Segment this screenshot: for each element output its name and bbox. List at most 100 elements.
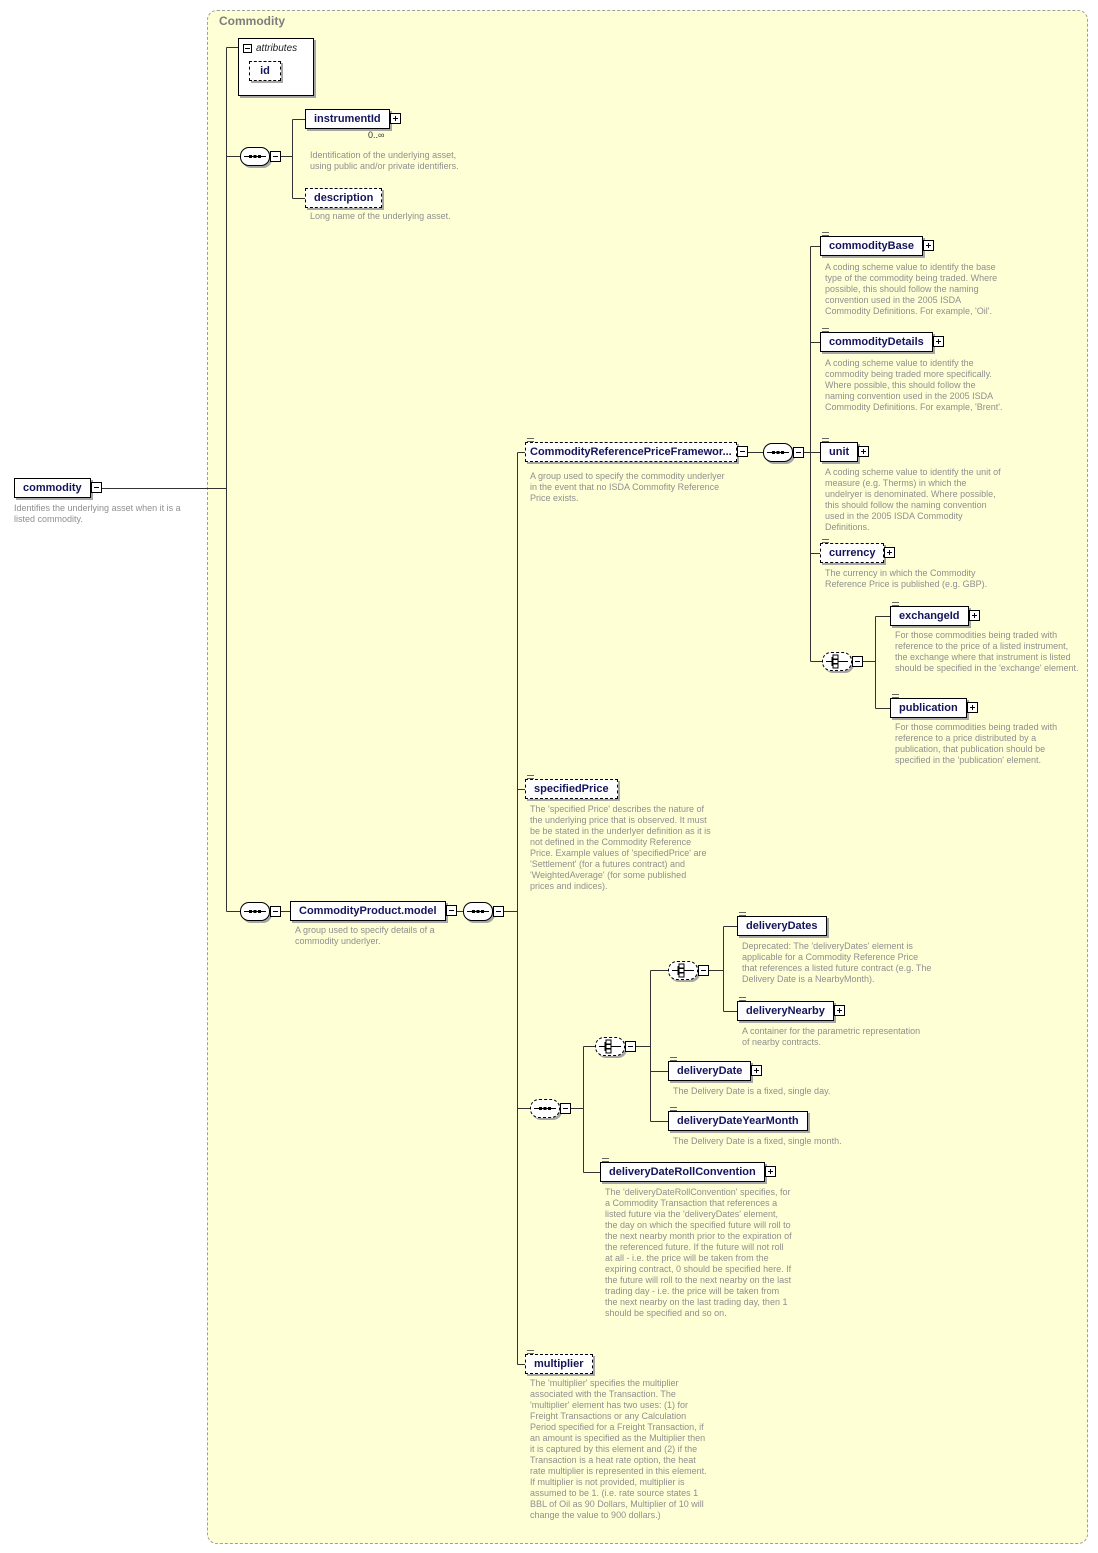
element-label: instrumentId bbox=[314, 113, 381, 125]
sequence-connector[interactable] bbox=[240, 147, 281, 166]
type-indicator-icon bbox=[670, 1107, 677, 1111]
element-instrumentId[interactable]: instrumentId bbox=[305, 109, 401, 129]
annotation-publication: For those commodities being traded with … bbox=[895, 722, 1058, 765]
type-indicator-icon bbox=[822, 328, 829, 332]
sequence-connector[interactable] bbox=[763, 443, 804, 462]
type-indicator-icon bbox=[892, 602, 899, 606]
collapse-icon[interactable] bbox=[698, 964, 709, 976]
collapse-icon[interactable] bbox=[736, 446, 748, 457]
annotation-deliveryDate: The Delivery Date is a fixed, single day… bbox=[673, 1086, 831, 1096]
expand-icon[interactable] bbox=[966, 702, 978, 713]
annotation-commodityDetails: A coding scheme value to identify the co… bbox=[825, 358, 1003, 412]
annotation-commodityBase: A coding scheme value to identify the ba… bbox=[825, 262, 998, 316]
element-label: commodityDetails bbox=[829, 336, 924, 348]
element-commodityBase[interactable]: commodityBase bbox=[820, 232, 934, 256]
attributes-box: attributes id bbox=[238, 38, 314, 96]
element-label: specifiedPrice bbox=[534, 783, 609, 795]
element-currency[interactable]: currency bbox=[820, 539, 896, 563]
sequence-icon bbox=[244, 155, 266, 158]
collapse-icon[interactable] bbox=[625, 1040, 636, 1052]
sequence-connector[interactable] bbox=[240, 902, 281, 921]
annotation-specifiedPrice: The 'specified Price' describes the natu… bbox=[530, 804, 711, 891]
element-specifiedPrice[interactable]: specifiedPrice bbox=[525, 775, 618, 799]
expand-icon[interactable] bbox=[932, 336, 944, 347]
group-CommodityProduct-model[interactable]: CommodityProduct.model bbox=[290, 901, 457, 921]
element-deliveryNearby[interactable]: deliveryNearby bbox=[737, 997, 845, 1021]
collapse-icon[interactable] bbox=[493, 905, 504, 917]
sequence-icon bbox=[534, 1107, 556, 1110]
annotation-exchangeId: For those commodities being traded with … bbox=[895, 630, 1079, 673]
sequence-connector[interactable] bbox=[530, 1099, 571, 1118]
annotation-CommodityProduct-model: A group used to specify details of a com… bbox=[295, 925, 435, 946]
annotation-instrumentId: Identification of the underlying asset, … bbox=[310, 150, 459, 171]
element-label: deliveryDates bbox=[746, 920, 818, 932]
type-indicator-icon bbox=[892, 694, 899, 698]
expand-icon[interactable] bbox=[751, 1065, 763, 1076]
element-commodityDetails[interactable]: commodityDetails bbox=[820, 328, 944, 352]
annotation-deliveryDateYearMonth: The Delivery Date is a fixed, single mon… bbox=[673, 1136, 842, 1146]
annotation-CommodityReferencePriceFramework: A group used to specify the commodity un… bbox=[530, 471, 725, 503]
attributes-header[interactable]: attributes bbox=[239, 39, 313, 54]
expand-icon[interactable] bbox=[389, 113, 401, 124]
element-deliveryDate[interactable]: deliveryDate bbox=[668, 1057, 763, 1081]
element-label: unit bbox=[829, 446, 850, 458]
element-label: deliveryDate bbox=[677, 1065, 743, 1077]
sequence-connector[interactable] bbox=[463, 902, 504, 921]
expand-icon[interactable] bbox=[858, 446, 870, 457]
element-label: CommodityProduct.model bbox=[299, 905, 437, 917]
collapse-icon[interactable] bbox=[243, 44, 252, 53]
choice-connector[interactable] bbox=[822, 652, 863, 671]
collapse-icon[interactable] bbox=[270, 150, 281, 162]
expand-icon[interactable] bbox=[884, 547, 896, 558]
element-label: deliveryNearby bbox=[746, 1005, 825, 1017]
element-deliveryDateYearMonth[interactable]: deliveryDateYearMonth bbox=[668, 1107, 808, 1131]
collapse-icon[interactable] bbox=[852, 655, 863, 667]
attribute-id[interactable]: id bbox=[249, 61, 281, 81]
type-indicator-icon bbox=[527, 438, 534, 442]
annotation-multiplier: The 'multiplier' specifies the multiplie… bbox=[530, 1378, 707, 1520]
type-indicator-icon bbox=[739, 997, 746, 1001]
element-description[interactable]: description bbox=[305, 188, 383, 208]
element-deliveryDateRollConvention[interactable]: deliveryDateRollConvention bbox=[600, 1158, 776, 1182]
expand-icon[interactable] bbox=[764, 1166, 776, 1177]
collapse-icon[interactable] bbox=[445, 905, 457, 916]
type-indicator-icon bbox=[527, 775, 534, 779]
element-exchangeId[interactable]: exchangeId bbox=[890, 602, 980, 626]
expand-icon[interactable] bbox=[922, 240, 934, 251]
collapse-icon[interactable] bbox=[560, 1102, 571, 1114]
annotation-unit: A coding scheme value to identify the un… bbox=[825, 467, 1001, 532]
sequence-icon bbox=[244, 910, 266, 913]
element-unit[interactable]: unit bbox=[820, 438, 870, 462]
sequence-icon bbox=[467, 910, 489, 913]
annotation-description: Long name of the underlying asset. bbox=[310, 211, 451, 221]
expand-icon[interactable] bbox=[968, 610, 980, 621]
annotation-deliveryDates: Deprecated: The 'deliveryDates' element … bbox=[742, 941, 932, 984]
element-label: currency bbox=[829, 547, 876, 559]
occurrence-label: 0..∞ bbox=[368, 130, 385, 140]
group-CommodityReferencePriceFramework[interactable]: CommodityReferencePriceFramewor... bbox=[525, 438, 748, 462]
choice-icon bbox=[826, 654, 848, 669]
group-title: Commodity bbox=[219, 14, 285, 28]
type-indicator-icon bbox=[602, 1158, 609, 1162]
element-label: commodityBase bbox=[829, 240, 914, 252]
collapse-icon[interactable] bbox=[793, 446, 804, 458]
choice-connector[interactable] bbox=[668, 961, 709, 980]
type-indicator-icon bbox=[822, 539, 829, 543]
element-label: commodity bbox=[23, 482, 82, 494]
element-commodity[interactable]: commodity bbox=[14, 478, 102, 498]
annotation-commodity: Identifies the underlying asset when it … bbox=[14, 503, 181, 524]
element-label: CommodityReferencePriceFramewor... bbox=[530, 446, 732, 458]
expand-icon[interactable] bbox=[833, 1005, 845, 1016]
attributes-label: attributes bbox=[256, 43, 298, 54]
annotation-deliveryDateRollConvention: The 'deliveryDateRollConvention' specifi… bbox=[605, 1187, 792, 1318]
choice-connector[interactable] bbox=[595, 1037, 636, 1056]
attribute-label: id bbox=[260, 65, 270, 77]
element-publication[interactable]: publication bbox=[890, 694, 978, 718]
choice-icon bbox=[672, 963, 694, 978]
element-multiplier[interactable]: multiplier bbox=[525, 1350, 593, 1374]
collapse-icon[interactable] bbox=[270, 905, 281, 917]
collapse-icon[interactable] bbox=[90, 482, 102, 493]
element-deliveryDates[interactable]: deliveryDates bbox=[737, 912, 827, 936]
element-label: multiplier bbox=[534, 1358, 584, 1370]
